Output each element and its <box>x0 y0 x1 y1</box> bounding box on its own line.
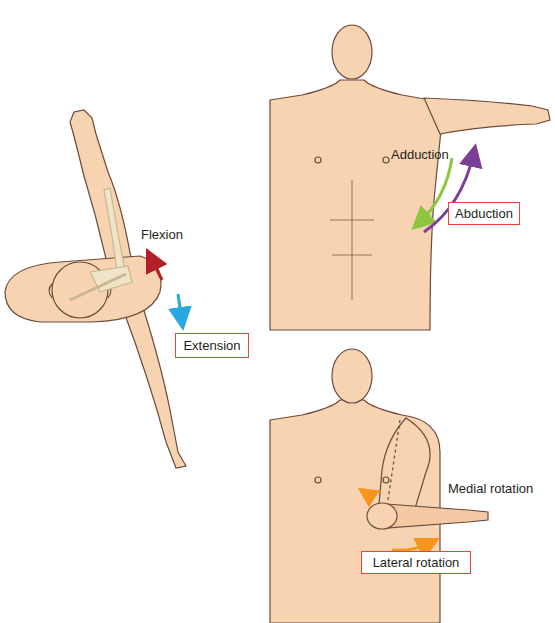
humerus-axis <box>388 420 400 500</box>
boxed-term: Extension <box>175 333 249 358</box>
medial-rotation-arrow <box>364 490 380 495</box>
head <box>332 25 372 79</box>
rotated-forearm <box>386 504 488 528</box>
movement-label: Medial rotation <box>448 481 533 497</box>
abdomen-line <box>330 180 374 300</box>
movement-term: Lateral rotation <box>373 555 460 571</box>
extension-arrow <box>178 294 182 322</box>
boxed-term: Abduction <box>448 202 520 225</box>
top-view-figure <box>5 110 186 468</box>
flexion-arrow <box>150 256 162 280</box>
ear <box>49 284 52 298</box>
fist <box>367 503 397 529</box>
nipple <box>315 157 321 163</box>
movement-term: Extension <box>183 338 240 354</box>
shoulders <box>5 256 161 322</box>
head <box>332 349 372 403</box>
nipple <box>315 477 321 483</box>
front-figure-abduction <box>270 25 550 330</box>
torso <box>270 80 441 330</box>
lateral-rotation-arrow <box>392 542 432 550</box>
movement-label: Adduction <box>391 147 449 163</box>
boxed-term: Lateral rotation <box>361 551 471 574</box>
humerus-bone <box>104 188 126 278</box>
raised-arm <box>70 110 132 268</box>
clavicle-bone <box>70 274 126 300</box>
lowered-arm <box>124 298 186 468</box>
raised-arm <box>424 98 550 134</box>
adduction-arrow <box>418 158 452 224</box>
movement-term: Abduction <box>455 206 513 222</box>
movement-label: Flexion <box>141 227 183 243</box>
upper-arm <box>378 418 430 516</box>
nipple <box>383 157 389 163</box>
nipple <box>383 477 389 483</box>
